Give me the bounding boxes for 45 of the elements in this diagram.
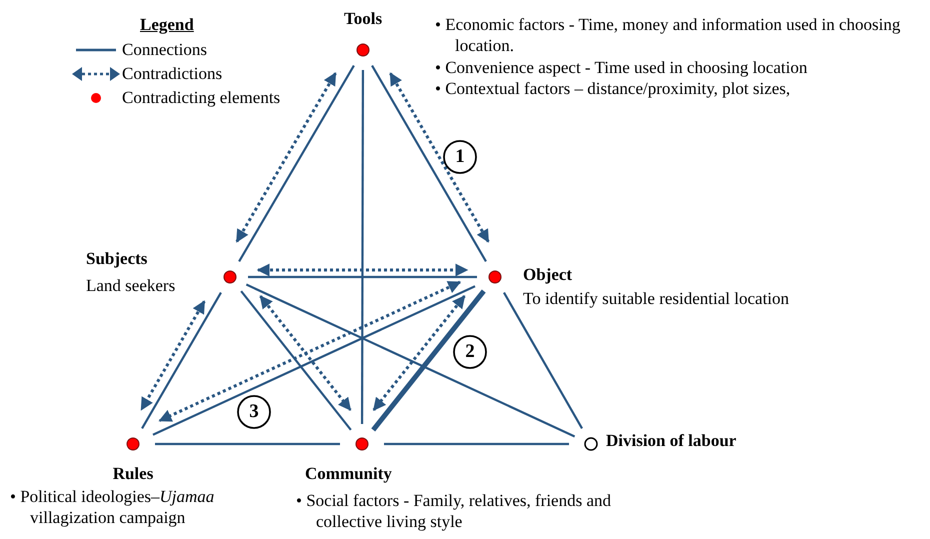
legend-text: Contradicting elements	[122, 87, 280, 109]
contradicting-element-dot	[126, 438, 140, 450]
contradicting-element-dot	[224, 270, 236, 284]
connection-line	[248, 276, 477, 278]
legend-title: Legend	[140, 14, 194, 36]
bullet-item: • Contextual factors – distance/proximity, plot sizes,	[435, 78, 792, 99]
element-description: Land seekers	[86, 275, 176, 296]
contradiction-arrow	[389, 72, 490, 243]
element-heading: Community	[305, 463, 392, 484]
contradiction-arrow	[158, 280, 462, 422]
legend-text: Contradictions	[122, 63, 222, 85]
connection-line	[155, 442, 340, 446]
contradiction-arrow	[236, 72, 337, 243]
contradiction-arrow	[140, 300, 206, 411]
element-heading: Tools	[342, 8, 384, 30]
connection-line	[152, 285, 476, 436]
bullet-item: • Political ideologies–Ujamaa villagization campaign	[10, 486, 216, 528]
element-heading: Object	[523, 264, 572, 286]
contradiction-arrow	[259, 295, 352, 411]
bullet-item: • Convenience aspect - Time used in choosing location	[435, 56, 808, 78]
contradicting-element-dot	[356, 438, 368, 450]
legend-text: Connections	[122, 39, 207, 61]
contradicting-element-dot	[488, 270, 502, 284]
element-heading: Subjects	[86, 248, 148, 270]
connection-line	[240, 290, 352, 431]
connection-line	[384, 442, 569, 446]
element-description: To identify suitable residential location	[523, 288, 790, 310]
connection-line	[503, 292, 583, 429]
contradicting-element-dot	[356, 44, 370, 56]
connection-line	[246, 284, 576, 438]
element-heading: Division of labour	[606, 430, 736, 452]
connection-line	[360, 70, 364, 424]
callout-number: 1	[454, 147, 466, 166]
bullet-item: • Social factors - Family, relatives, friends and collective living style	[296, 490, 612, 532]
connection-line	[238, 64, 355, 262]
callout-number: 3	[248, 402, 260, 421]
connection-line	[141, 292, 222, 429]
contradiction-arrow	[372, 295, 466, 411]
element-dot	[584, 437, 598, 451]
bullet-item: • Economic factors - Time, money and information used in choosing location.	[435, 14, 902, 56]
element-heading: Rules	[112, 463, 154, 484]
connection-line	[371, 290, 486, 432]
callout-number: 2	[464, 342, 476, 361]
contradiction-arrow	[256, 264, 468, 276]
connection-line	[371, 65, 487, 262]
